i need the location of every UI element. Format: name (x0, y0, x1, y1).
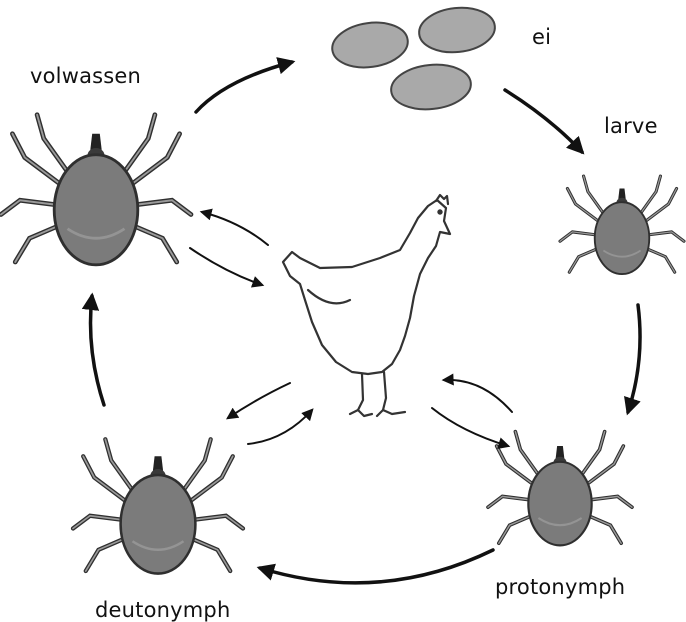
arrow-protonymph-to-deutonymph (260, 550, 493, 583)
label-deutonymph: deutonymph (95, 598, 230, 622)
arrow-deutonymph-to-adult (91, 296, 105, 405)
larva-mite-illustration (560, 176, 684, 274)
arrow-hen-to-protonymph (432, 408, 508, 446)
eggs-illustration (329, 4, 497, 113)
label-larva: larve (604, 114, 658, 138)
feeding-arrows (190, 212, 512, 446)
protonymph-mite-illustration (488, 432, 632, 546)
label-egg: ei (532, 25, 551, 49)
arrow-adult-to-egg (196, 62, 292, 112)
hen-illustration (283, 195, 450, 416)
adult-mite-illustration (1, 115, 191, 265)
arrow-larva-to-protonymph (628, 305, 640, 412)
label-protonymph: protonymph (495, 575, 625, 599)
arrow-protonymph-to-hen (444, 380, 512, 412)
arrow-adult-to-hen (190, 248, 262, 285)
deutonymph-mite-illustration (73, 439, 243, 573)
arrow-hen-to-deutonymph (228, 383, 290, 418)
arrow-deutonymph-to-hen (248, 410, 312, 444)
arrow-hen-to-adult (202, 212, 268, 245)
label-adult: volwassen (30, 64, 141, 88)
arrow-egg-to-larva (505, 90, 582, 152)
